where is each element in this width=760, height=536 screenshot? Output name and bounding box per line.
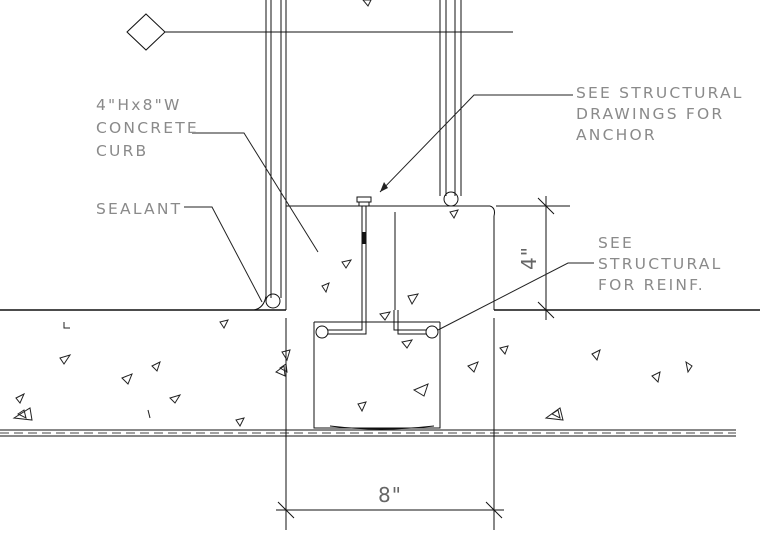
anchor-bolt (356, 196, 372, 244)
diamond-symbol-icon (126, 13, 166, 51)
wall-framing (265, 0, 462, 298)
note-curb: 4"Hx8"W CONCRETE CURB (96, 96, 199, 160)
backer-rod-right (443, 191, 459, 207)
concrete-curb (285, 205, 495, 310)
backer-rod-left (265, 293, 281, 309)
note-anchor-line-1: SEE STRUCTURAL (576, 84, 744, 102)
note-curb-line-2: CONCRETE (96, 119, 199, 137)
note-anchor-line-3: ANCHOR (576, 126, 657, 144)
width-dimension (276, 318, 504, 530)
note-sealant: SEALANT (96, 200, 182, 218)
reinforcing (315, 238, 439, 339)
height-dimension-label: 4" (517, 246, 541, 270)
note-anchor-line-2: DRAWINGS FOR (576, 105, 724, 123)
note-curb-line-1: 4"Hx8"W (96, 96, 182, 114)
height-dimension (496, 196, 570, 320)
aggregate-hatch (12, 209, 693, 427)
note-reinf-line-2: STRUCTURAL (598, 255, 722, 273)
note-curb-line-3: CURB (96, 142, 148, 160)
width-dimension-label: 8" (378, 483, 402, 507)
leader-lines (184, 94, 594, 331)
footing (313, 321, 441, 430)
note-reinf: SEE STRUCTURAL FOR REINF. (598, 234, 722, 294)
note-anchor: SEE STRUCTURAL DRAWINGS FOR ANCHOR (576, 84, 744, 144)
note-reinf-line-1: SEE (598, 234, 634, 252)
note-reinf-line-3: FOR REINF. (598, 276, 705, 294)
note-sealant-line-1: SEALANT (96, 200, 182, 218)
